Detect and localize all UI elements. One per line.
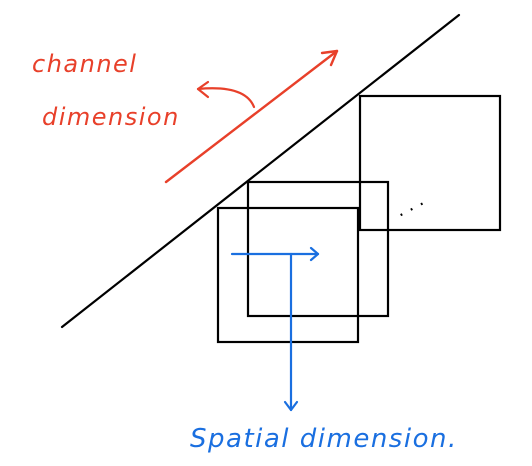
back-square [358,94,502,232]
channel-dimension-label-line1: channel [32,50,138,78]
diagonal-line [60,13,461,329]
channel-label-pointer-head [196,80,210,99]
channel-dimension-label-line2: dimension [42,103,180,131]
channel-arrow-head [320,49,339,67]
middle-square [246,180,390,318]
spatial-arrow-horizontal-head [309,246,320,262]
front-square [216,206,360,344]
spatial-dimension-label: Spatial dimension. [190,424,458,454]
ellipsis-dots: · · · [394,194,429,226]
spatial-arrow-vertical-head [283,400,299,412]
channel-arrow-shaft [164,49,339,184]
channel-label-pointer [196,87,256,109]
